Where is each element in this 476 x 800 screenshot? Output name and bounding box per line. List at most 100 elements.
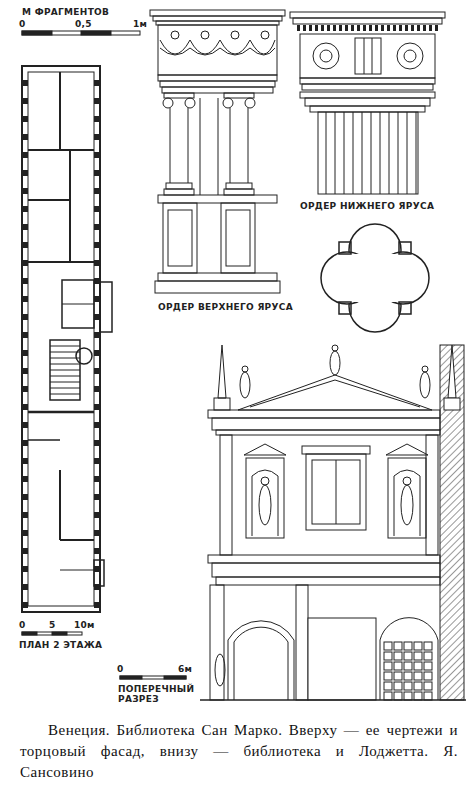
wall-pier: [94, 152, 100, 158]
scale-number: 6м: [178, 665, 192, 675]
wall-pier: [22, 548, 28, 554]
wall-pier: [22, 440, 28, 446]
coffer: [394, 662, 402, 670]
wall-pier: [22, 404, 28, 410]
column-flute: [335, 112, 336, 194]
stair-step: [50, 364, 80, 365]
coffer: [404, 652, 412, 660]
coffer: [384, 652, 392, 660]
wall-pier: [22, 566, 28, 572]
wall-pier: [94, 476, 100, 482]
dentil: [363, 25, 366, 31]
wall-pier: [94, 116, 100, 122]
coffer: [384, 662, 392, 670]
coffer: [424, 662, 432, 670]
wall-pier: [22, 170, 28, 176]
wall-pier: [94, 494, 100, 500]
coffer: [404, 672, 412, 680]
scale-number: 0: [19, 621, 26, 631]
wall-pier: [22, 494, 28, 500]
column-flute: [344, 112, 345, 194]
dentil: [423, 25, 426, 31]
wall-pier: [22, 116, 28, 122]
dentil: [399, 25, 402, 31]
coffer: [394, 642, 402, 650]
wall-pier: [94, 278, 100, 284]
dentil: [369, 25, 372, 31]
dentil: [405, 25, 408, 31]
dentil: [339, 25, 342, 31]
coffer: [404, 642, 412, 650]
drawing-title: ПЛАН 2 ЭТАЖА: [19, 641, 102, 651]
wall-pier: [94, 188, 100, 194]
coffer: [414, 662, 422, 670]
wall-pier: [22, 584, 28, 590]
dentil: [315, 25, 318, 31]
wall-pier: [94, 584, 100, 590]
stair-step: [50, 394, 80, 395]
wall-pier: [22, 386, 28, 392]
drawing-title: ПОПЕРЕЧНЫЙ РАЗРЕЗ: [118, 685, 192, 705]
wall-pier: [94, 512, 100, 518]
wall-pier: [94, 566, 100, 572]
dentil: [387, 25, 390, 31]
scale-bar: [22, 31, 140, 35]
wall-pier: [94, 332, 100, 338]
wall-pier: [94, 224, 100, 230]
column-flute: [416, 112, 417, 194]
dentil: [435, 25, 438, 31]
wall-pier: [94, 350, 100, 356]
dentil: [297, 25, 300, 31]
wall-pier: [22, 512, 28, 518]
wall-pier: [22, 80, 28, 86]
coffer: [424, 672, 432, 680]
upper-order: [150, 10, 285, 293]
column-flute: [371, 112, 372, 194]
wall-pier: [22, 134, 28, 140]
wall-pier: [94, 242, 100, 248]
stair-step: [50, 382, 80, 383]
dentil: [321, 25, 324, 31]
wall-pier: [94, 170, 100, 176]
wall-pier: [94, 98, 100, 104]
scale-bar: [120, 676, 186, 679]
dentil: [417, 25, 420, 31]
column-flute: [380, 112, 381, 194]
dentil: [411, 25, 414, 31]
wall-pier: [22, 530, 28, 536]
stair-step: [50, 352, 80, 353]
dentil: [381, 25, 384, 31]
column-flute: [389, 112, 390, 194]
scale-bar: [22, 632, 82, 635]
stair-step: [50, 346, 80, 347]
wall-pier: [22, 422, 28, 428]
dentil: [327, 25, 330, 31]
wall-pier: [22, 602, 28, 608]
scale-number: 0: [19, 20, 26, 30]
wall-pier: [22, 98, 28, 104]
facade-section: [200, 345, 466, 700]
scale-title: М ФРАГМЕНТОВ: [22, 8, 109, 18]
coffer: [404, 692, 412, 700]
wall-pier: [22, 350, 28, 356]
wall-pier: [94, 422, 100, 428]
floor-plan: [22, 66, 112, 612]
coffer: [424, 642, 432, 650]
coffer: [384, 682, 392, 690]
dentil: [393, 25, 396, 31]
wall-pier: [22, 242, 28, 248]
column-flute: [398, 112, 399, 194]
column-flute: [362, 112, 363, 194]
wall-pier: [94, 440, 100, 446]
wall-pier: [22, 368, 28, 374]
coffer: [414, 642, 422, 650]
dentil: [429, 25, 432, 31]
wall-pier: [22, 278, 28, 284]
wall-pier: [94, 404, 100, 410]
wall-pier: [22, 458, 28, 464]
wall-pier: [22, 188, 28, 194]
wall-pier: [22, 224, 28, 230]
wall-pier: [94, 134, 100, 140]
stair-step: [50, 376, 80, 377]
